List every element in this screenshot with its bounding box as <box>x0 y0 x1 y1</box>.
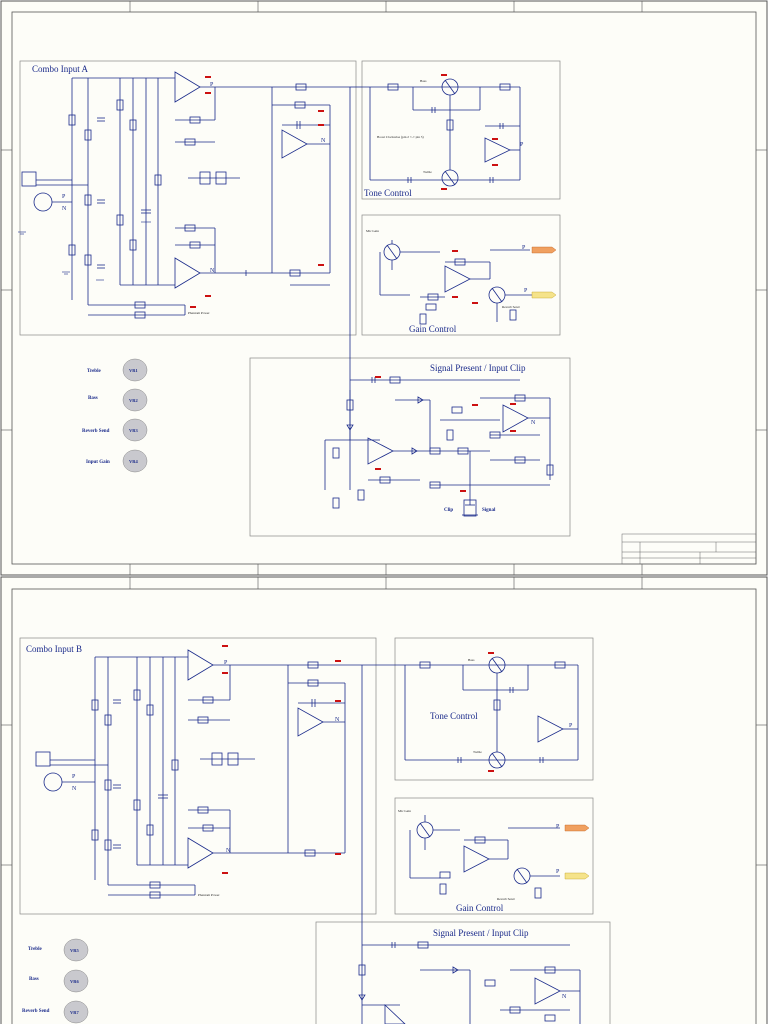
knob-legend-label-reverb-b: Reverb Send <box>22 1009 50 1014</box>
phantom-power-label-b: Phantom Power <box>198 893 220 897</box>
knob-legend-sheet1: Treble VR1 Bass VR2 Reverb Send VR3 Inpu… <box>82 358 148 473</box>
power-rail-marks-tone-b <box>488 652 494 772</box>
tone-control-circuit-b <box>395 656 579 769</box>
mic-gain-label-b: Mic Gain <box>398 809 411 813</box>
knob-vr1-id: VR1 <box>129 368 138 373</box>
tone-p-label: P <box>520 142 524 148</box>
combo-a-p2-label: P <box>62 194 66 200</box>
tone-control-block <box>361 60 561 200</box>
signal-clip-block <box>249 357 571 537</box>
combo-b-n3-label: N <box>335 717 340 723</box>
knob-vr2 <box>122 388 148 412</box>
gain-output-tag-b <box>564 824 590 832</box>
signal-label: Signal <box>482 508 496 513</box>
combo-input-b-block <box>19 637 377 915</box>
title-block-sheet1 <box>621 533 757 565</box>
power-rail-marks-gain <box>452 250 478 304</box>
knob-legend-label-treble-b: Treble <box>28 947 42 952</box>
signal-clip-block-b <box>315 921 611 1024</box>
signal-clip-title: Signal Present / Input Clip <box>430 363 526 373</box>
tone-b-treble-label: Treble <box>473 750 482 754</box>
tone-boost-note: Boost Clockwise (pin 2 <-> pin 3) <box>377 135 424 139</box>
tone-control-circuit <box>362 78 521 187</box>
reverb-output-tag <box>531 291 557 299</box>
gain-control-title: Gain Control <box>409 324 457 334</box>
knob-vr6 <box>63 969 89 993</box>
combo-a-n3-label: N <box>321 138 326 144</box>
signal-clip-n-label: N <box>531 420 536 426</box>
tone-control-title: Tone Control <box>364 188 412 198</box>
knob-vr3-id: VR3 <box>129 428 138 433</box>
power-rail-marks-a <box>190 76 324 308</box>
tone-b-bass-label: Bass <box>468 658 475 662</box>
power-rail-marks-clip <box>375 376 516 492</box>
tone-control-title-b: Tone Control <box>430 711 478 721</box>
knob-vr4-id: VR4 <box>129 459 138 464</box>
power-rail-marks-tone <box>441 74 498 190</box>
tone-bass-label: Bass <box>420 79 427 83</box>
signal-clip-circuit-b <box>358 941 581 1024</box>
tone-b-p-label: P <box>569 723 573 729</box>
gain-control-block-b <box>394 797 594 915</box>
knob-vr3 <box>122 418 148 442</box>
gain-b-p2-label: P <box>556 869 560 875</box>
ground-symbols-a <box>18 221 151 281</box>
signal-clip-circuit <box>324 376 554 517</box>
knob-vr5 <box>63 938 89 962</box>
knob-legend-label-reverb: Reverb Send <box>82 429 110 434</box>
knob-vr4 <box>122 449 148 473</box>
gain-p-label: P <box>522 245 526 251</box>
phantom-power-label-a: Phantom Power <box>188 311 210 315</box>
combo-a-n2-label: N <box>210 268 215 274</box>
gain-output-tag <box>531 246 557 254</box>
gain-control-circuit-b <box>409 815 560 899</box>
knob-legend-label-bass-b: Bass <box>29 977 39 982</box>
gain-b-p-label: P <box>556 824 560 830</box>
tone-control-block-b <box>394 637 594 781</box>
knob-legend-sheet2: Treble VR5 Bass VR6 Reverb Send VR7 <box>22 938 89 1024</box>
combo-b-p2-label: P <box>72 774 76 780</box>
knob-vr7 <box>63 1000 89 1024</box>
power-rail-marks-b <box>222 645 341 874</box>
reverb-send-label-b: Reverb Send <box>497 897 515 901</box>
knob-legend-label-treble: Treble <box>87 369 101 374</box>
gain-control-title-b: Gain Control <box>456 903 504 913</box>
combo-input-b-title: Combo Input B <box>26 644 82 654</box>
knob-legend-label-bass: Bass <box>88 396 98 401</box>
knob-vr2-id: VR2 <box>129 398 138 403</box>
knob-legend-label-input-gain: Input Gain <box>86 460 110 465</box>
clip-label: Clip <box>444 508 453 513</box>
sheet-1: Combo Input A Tone Control Gain Control … <box>0 0 768 576</box>
tone-treble-label: Treble <box>423 170 432 174</box>
signal-clip-b-n-label: N <box>562 994 567 1000</box>
reverb-output-tag-b <box>564 872 590 880</box>
combo-a-p-label: P <box>210 82 214 88</box>
gain-p2-label: P <box>524 288 528 294</box>
combo-input-a-block <box>19 60 357 336</box>
combo-input-a-title: Combo Input A <box>32 64 89 74</box>
signal-clip-title-b: Signal Present / Input Clip <box>433 928 529 938</box>
combo-a-n-label: N <box>62 206 67 212</box>
combo-b-n2-label: N <box>226 848 231 854</box>
sheet-2: Combo Input B Tone Control Gain Control … <box>0 576 768 1024</box>
knob-vr1 <box>122 358 148 382</box>
gain-control-circuit <box>379 240 532 325</box>
reverb-send-label-a: Reverb Send <box>502 305 520 309</box>
combo-b-p-label: P <box>224 660 228 666</box>
knob-vr7-id: VR7 <box>70 1010 79 1015</box>
mic-gain-label-a: Mic Gain <box>366 229 379 233</box>
knob-vr6-id: VR6 <box>70 979 79 984</box>
combo-b-n-label: N <box>72 786 77 792</box>
knob-vr5-id: VR5 <box>70 948 79 953</box>
gain-control-block <box>361 214 561 336</box>
